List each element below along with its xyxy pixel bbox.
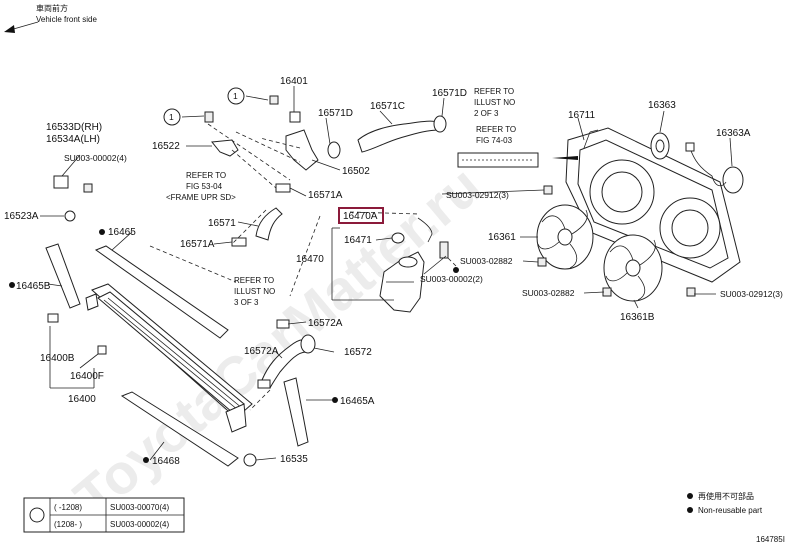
support-16465 [94,245,229,339]
label-16465A: 16465A [340,396,375,407]
fig-74-03-plate [457,152,578,168]
label-16400: 16400 [68,394,96,405]
label-16535: 16535 [280,454,308,465]
label-16571A-top: 16571A [308,190,343,201]
table-row1-part: SU003-00070(4) [110,503,169,512]
label-16465B: 16465B [16,281,51,292]
label-16465: 16465 [108,227,136,238]
hose-16571C [357,120,441,153]
label-su-02882-b: SU003-02882 [522,288,575,298]
label-16502: 16502 [342,166,370,177]
label-su-00002-4: SU003-00002(4) [64,153,127,163]
hose-16571 [255,207,283,241]
label-16534A: 16534A(LH) [46,134,100,145]
label-16571C: 16571C [370,101,405,112]
label-16363: 16363 [648,100,676,111]
vehicle-front-label: Vehicle front side [36,15,97,24]
label-su-00002-2: SU003-00002(2) [420,274,483,284]
seal-16468 [120,391,239,467]
hose-16572 [261,334,316,389]
refer-53-04-a: REFER TO [186,171,226,180]
refer-illust-bot-c: 3 OF 3 [234,298,259,307]
leader-lines [40,86,733,461]
highlight-box [338,207,384,224]
note-non-reusable-jp: 再使用不可部品 [698,491,754,501]
cushion-16535 [243,453,257,467]
vehicle-front-arrow-icon [4,21,39,33]
label-16471: 16471 [344,235,372,246]
bullet-icon [687,507,693,513]
reservoir-cap-16471 [391,232,405,244]
drain-cock-16400B [47,313,107,355]
water-outlet-16502 [204,95,319,171]
label-16572A-bot: 16572A [244,346,279,357]
label-16572A-top: 16572A [308,318,343,329]
label-16571: 16571 [208,218,236,229]
label-16571A-bot: 16571A [180,239,215,250]
table-row2-range: (1208- ) [54,520,82,529]
seal-16465A [283,377,309,447]
seal-16465B [45,243,81,309]
non-reusable-note: 再使用不可部品 Non-reusable part [687,491,763,515]
fan-shroud-16711 [565,127,741,283]
svg-text:1: 1 [169,112,174,122]
callout-circle-icon: 1 [163,108,181,126]
label-16363A: 16363A [716,128,751,139]
vehicle-front-label-jp: 車両前方 [36,3,68,13]
radiator-16400 [85,283,253,433]
refer-illust-bot-a: REFER TO [234,276,274,285]
label-16468: 16468 [152,456,180,467]
figure-number: 164785I [756,535,785,544]
label-16522: 16522 [152,141,180,152]
label-16361: 16361 [488,232,516,243]
label-su-02912-3-b: SU003-02912(3) [720,289,783,299]
reservoir-tank-16470 [379,217,449,313]
label-16571D-mid: 16571D [318,108,353,119]
refer-53-04-c: <FRAME UPR SD> [166,193,236,202]
label-su-02882-a: SU003-02882 [460,256,513,266]
label-16401: 16401 [280,76,308,87]
label-16523A: 16523A [4,211,39,222]
refer-illust-bot-b: ILLUST NO [234,287,275,296]
part-labels: 16401 16571D 16571C 16571D 16711 16363 1… [4,76,783,467]
label-16470: 16470 [296,254,324,265]
refer-53-04-b: FIG 53-04 [186,182,223,191]
refer-illust-top-c: 2 OF 3 [474,109,499,118]
label-16711: 16711 [568,110,596,121]
fan-motor-16363 [650,132,670,160]
refer-illust-top-b: ILLUST NO [474,98,515,107]
label-16572: 16572 [344,347,372,358]
label-16470A: 16470A [343,211,378,222]
label-16361B: 16361B [620,312,655,323]
label-16400F: 16400F [70,371,104,382]
refer-illust-top-a: REFER TO [474,87,514,96]
label-su-02912-3-a: SU003-02912(3) [446,190,509,200]
cushion-16523A [64,210,76,222]
cooling-fan-16361B [603,234,663,302]
hose-clamp-16571D [327,115,447,159]
bullet-icon [687,493,693,499]
applicability-table: ( -1208) SU003-00070(4) (1208- ) SU003-0… [23,497,185,533]
table-row2-part: SU003-00002(4) [110,520,169,529]
fan-motor-16363A [685,142,744,194]
label-16571D-top: 16571D [432,88,467,99]
bracket-16522 [211,139,239,157]
svg-text:1: 1 [233,91,238,101]
washer-icon [29,507,45,523]
table-row1-range: ( -1208) [54,503,82,512]
mount-cushion-16533D [53,175,93,193]
note-non-reusable-en: Non-reusable part [698,506,763,515]
label-16400B: 16400B [40,353,75,364]
label-16533D: 16533D(RH) [46,122,102,133]
cooling-fan-16361 [536,204,594,270]
assembly-dashed-lines [149,123,457,411]
refer-74-03-b: FIG 74-03 [476,136,513,145]
refer-74-03-a: REFER TO [476,125,516,134]
non-reusable-dot-icon [9,229,459,463]
callout-circle-icon: 1 [227,87,245,105]
